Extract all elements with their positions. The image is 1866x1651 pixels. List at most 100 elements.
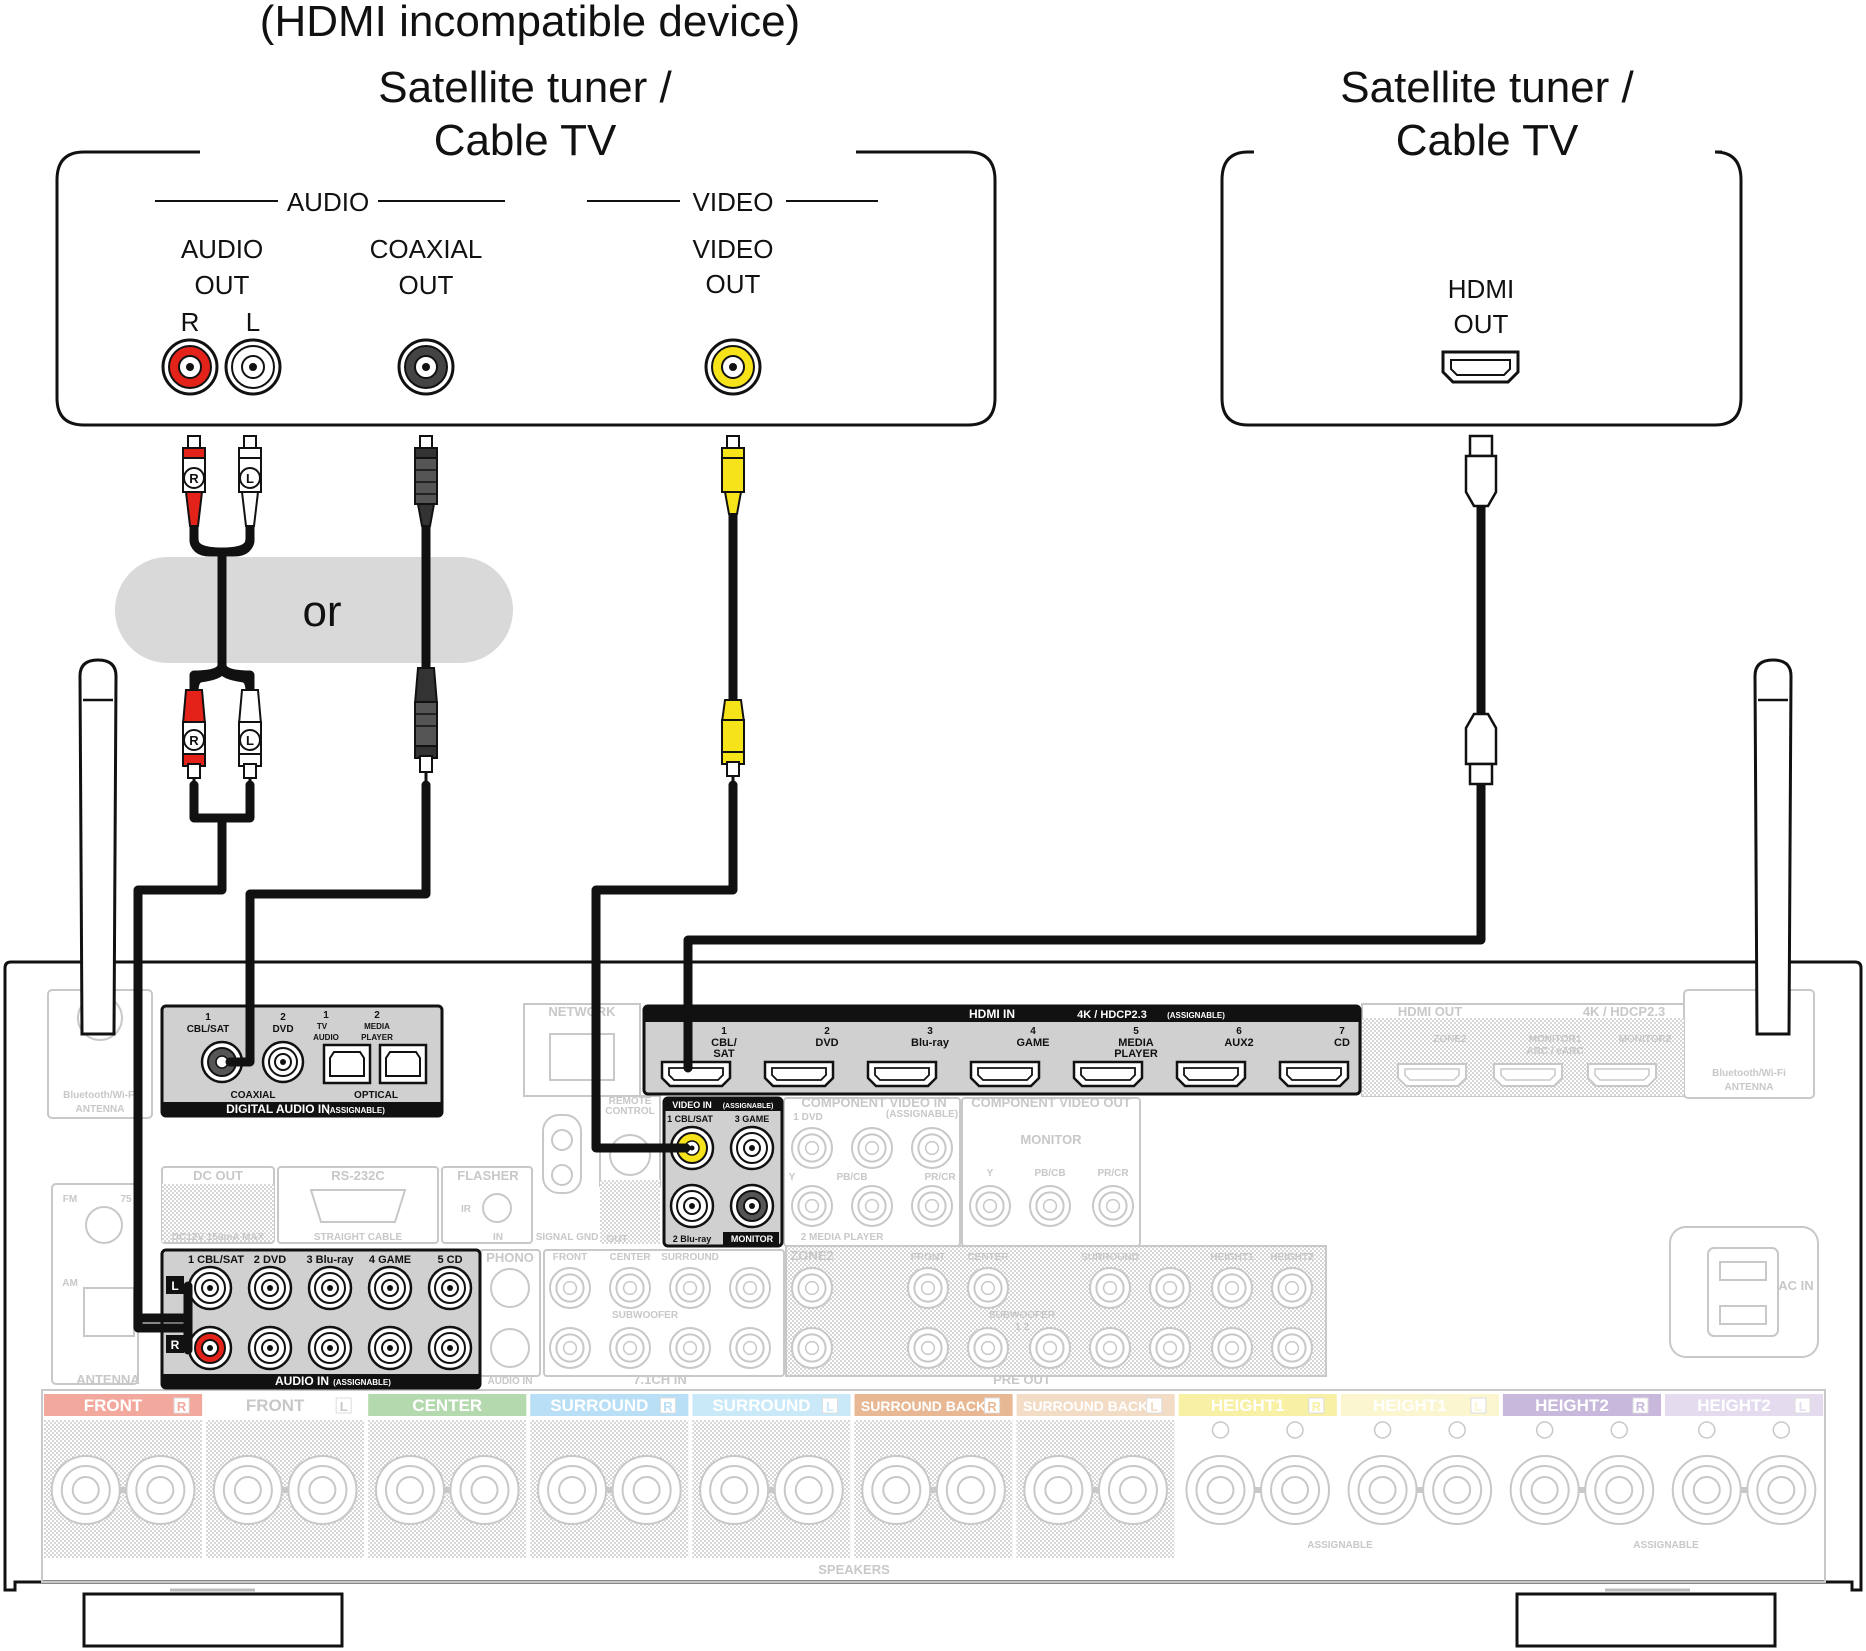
video-in-p2-label: 2 Blu-ray xyxy=(673,1234,712,1244)
hdmi-in-6-num: 6 xyxy=(1236,1026,1242,1037)
audio-in-4-r-jack xyxy=(367,1325,413,1371)
dc-out-label: DC OUT xyxy=(193,1168,243,1183)
pre-out-label: PRE OUT xyxy=(993,1372,1051,1387)
audio-out-l-label: L xyxy=(246,307,260,337)
comp-in-2-jack-3 xyxy=(911,1185,953,1227)
preout-center-label: CENTER xyxy=(967,1252,1009,1263)
optical-panel-label: OPTICAL xyxy=(354,1090,398,1101)
hdmi-out-zone2: ZONE2 xyxy=(1433,1034,1467,1045)
assignable-label-2: ASSIGNABLE xyxy=(1633,1540,1699,1551)
audio-in-2-l-jack xyxy=(247,1265,293,1311)
video-in-p3-label: 3 GAME xyxy=(735,1114,770,1124)
ch71-jack-top-3 xyxy=(669,1267,711,1309)
preout-subwoofer-label: SUBWOOFER xyxy=(989,1310,1056,1321)
rs232c-label: RS-232C xyxy=(331,1168,385,1183)
right-device-box: HDMI OUT xyxy=(1220,150,1743,427)
optical-in1-port xyxy=(322,1043,372,1085)
flasher-label: FLASHER xyxy=(457,1168,519,1183)
hdmi-in-2-port xyxy=(763,1060,835,1088)
hdmi-in-7-num: 7 xyxy=(1339,1026,1345,1037)
coaxial-plug-top xyxy=(414,435,438,527)
speaker-label-4: SURROUND xyxy=(550,1396,648,1415)
audio-in-l-label: L xyxy=(171,1279,178,1293)
preout-sub1-jack xyxy=(967,1327,1009,1369)
ch71-jack-bot-3 xyxy=(669,1327,711,1369)
component-y-label: Y xyxy=(789,1172,796,1183)
video-in-title: VIDEO IN xyxy=(672,1100,712,1110)
audio-in-label-5: 5 CD xyxy=(437,1254,462,1266)
video-out-label-2: OUT xyxy=(706,269,761,299)
speaker-label-8: HEIGHT1 xyxy=(1211,1396,1285,1415)
hdmi-in-5-num: 5 xyxy=(1133,1026,1139,1037)
hdmi-in-1-name2: SAT xyxy=(713,1048,734,1060)
plugs: R L R L xyxy=(181,434,1498,786)
preout-sub2-jack xyxy=(1029,1327,1071,1369)
audio-in-label-4: 4 GAME xyxy=(369,1254,411,1266)
cables xyxy=(133,500,1486,1355)
hdmi-out-port-2 xyxy=(1493,1063,1563,1087)
audio-in-2-r-jack xyxy=(247,1325,293,1371)
hdmi-out-port xyxy=(1441,350,1520,384)
audio-in-1-r-jack xyxy=(187,1325,233,1371)
right-device-title-line1: Satellite tuner / xyxy=(1340,63,1634,112)
hdmi-in-panel: HDMI IN 4K / HDCP2.3 (ASSIGNABLE) 1CBL/S… xyxy=(642,1004,1362,1096)
hdmi-out-port-1 xyxy=(1397,1063,1467,1087)
coaxial-cable-route xyxy=(225,780,431,1067)
rca-l-bottom-label: L xyxy=(246,733,254,748)
hdmi-out-spec: 4K / HDCP2.3 xyxy=(1583,1004,1665,1019)
left-device-box: AUDIO VIDEO AUDIO OUT R L COAXIAL OUT VI… xyxy=(55,150,997,427)
comp-in-2-jack-2 xyxy=(851,1185,893,1227)
opt2-label-2: PLAYER xyxy=(361,1033,393,1042)
audio-out-r-jack xyxy=(161,338,219,396)
dig-in2-num: 2 xyxy=(280,1012,286,1023)
rca-r-plug-bottom: R xyxy=(181,689,207,786)
comp-out-jack-1 xyxy=(969,1185,1011,1227)
fm-label: FM xyxy=(63,1194,77,1205)
hdmi-in-7-name: CD xyxy=(1334,1037,1350,1049)
comp-out-jack-2 xyxy=(1029,1185,1071,1227)
preout-jack-top-6 xyxy=(1211,1267,1253,1309)
network-label: NETWORK xyxy=(548,1004,616,1019)
coaxial-out-jack xyxy=(397,338,455,396)
speaker-side-6: R xyxy=(987,1399,997,1414)
video-in-panel: VIDEO IN (ASSIGNABLE) 1 CBL/SAT 3 GAME 2… xyxy=(662,1096,784,1248)
video-in-p1-label: 1 CBL/SAT xyxy=(667,1114,713,1124)
speaker-label-2: FRONT xyxy=(246,1396,305,1415)
hdmi-out-arc: ARC / eARC xyxy=(1526,1046,1583,1057)
hdmi-in-4-name: GAME xyxy=(1017,1037,1050,1049)
bt-right-label: Bluetooth/Wi-Fi xyxy=(1712,1068,1786,1079)
hdmi-in-5-name2: PLAYER xyxy=(1114,1048,1158,1060)
audio-in-5-l-jack xyxy=(427,1265,473,1311)
dc-spec-label: DC12V 150mA MAX xyxy=(172,1232,265,1243)
ch71-center-label: CENTER xyxy=(609,1252,651,1263)
faded-jacks xyxy=(549,1127,1313,1369)
ch71-jack-top-2 xyxy=(609,1267,651,1309)
right-device-title-line2: Cable TV xyxy=(1396,116,1579,165)
audio-out-r-label: R xyxy=(181,307,200,337)
audio-in-title: AUDIO IN xyxy=(275,1374,329,1388)
dig-in1-num: 1 xyxy=(205,1012,211,1023)
hdmi-plug-bottom xyxy=(1464,712,1498,786)
zone2-preout-label: ZONE2 xyxy=(790,1248,833,1263)
hdmi-in-5-port xyxy=(1072,1060,1144,1088)
left-device-title-line1: Satellite tuner / xyxy=(378,63,672,112)
audio-in-label-1: 1 CBL/SAT xyxy=(188,1254,244,1266)
bt-left-label: Bluetooth/Wi-Fi xyxy=(63,1090,137,1101)
preout-front-label: FRONT xyxy=(911,1252,945,1263)
video-cable-route xyxy=(591,780,738,1153)
video-in-monitor-label: MONITOR xyxy=(731,1234,774,1244)
ch71-subwoofer-label: SUBWOOFER xyxy=(612,1310,679,1321)
video-monitor-out-jack xyxy=(729,1183,775,1229)
video-plug-top xyxy=(721,435,745,515)
video-plug-bottom xyxy=(720,699,746,786)
hdmi-out-ports xyxy=(1397,1063,1657,1087)
audio-in-label-3: 3 Blu-ray xyxy=(306,1254,354,1266)
dig-coax-in1-jack xyxy=(200,1040,244,1084)
hdmi-in-3-name: Blu-ray xyxy=(911,1037,950,1049)
